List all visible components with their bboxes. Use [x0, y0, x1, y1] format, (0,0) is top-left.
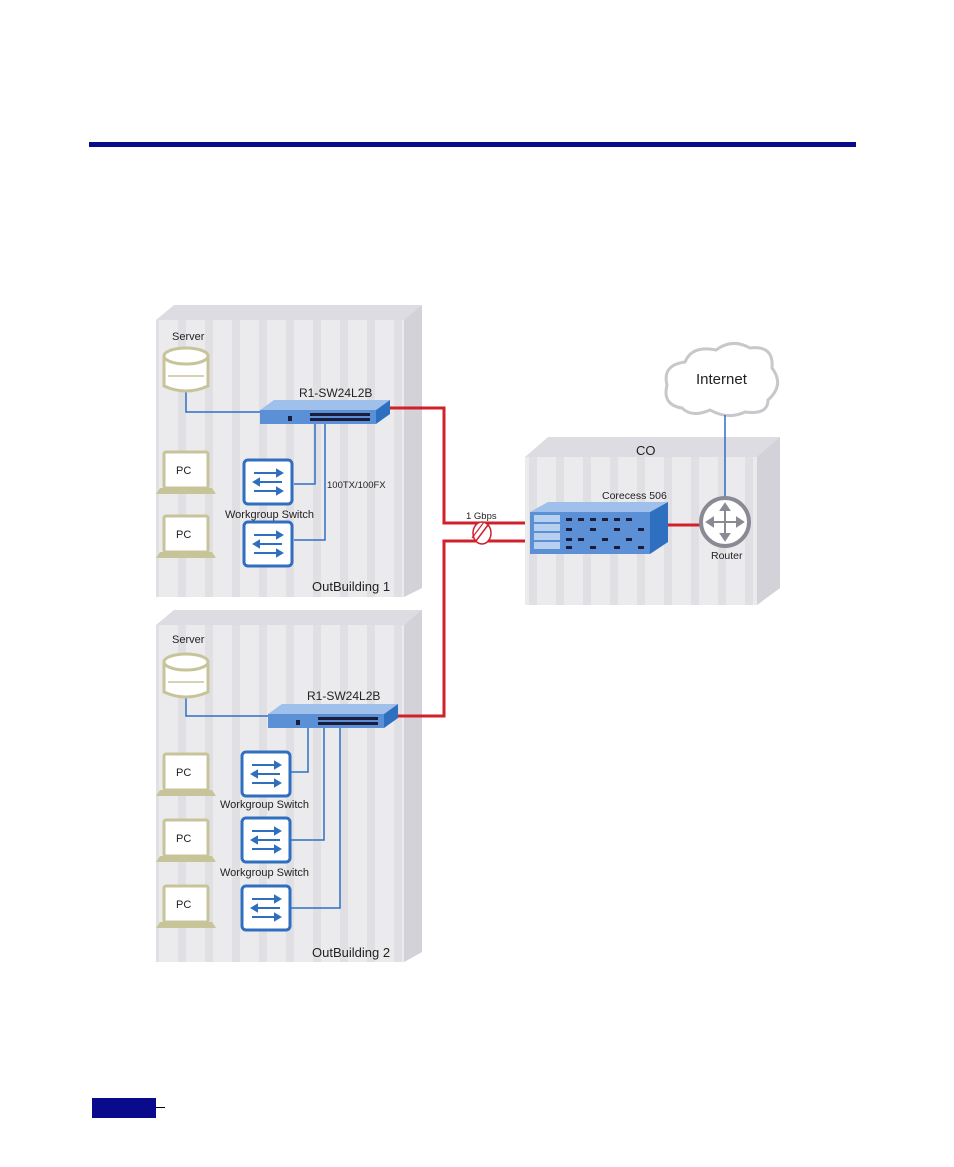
switch-label: R1-SW24L2B [299, 386, 372, 400]
pc-label: PC [176, 529, 191, 541]
chassis-label: Corecess 506 [602, 490, 667, 502]
workgroup-switch-icon [242, 458, 294, 506]
page-tab-line [156, 1107, 165, 1108]
workgroup-switch-label: Workgroup Switch [220, 799, 309, 811]
chassis-icon [530, 502, 668, 554]
switch-label: R1-SW24L2B [307, 689, 380, 703]
server-icon [162, 346, 210, 393]
co-title: CO [636, 443, 656, 458]
building-title: OutBuilding 2 [312, 945, 390, 960]
router-label: Router [711, 550, 743, 562]
switch-icon [260, 400, 390, 424]
pc-label: PC [176, 899, 191, 911]
internet-cloud [664, 342, 780, 417]
switch-icon [268, 704, 398, 728]
lan-lines-ob2 [185, 692, 341, 909]
lan-lines-ob1 [185, 390, 326, 541]
workgroup-switch-icon [242, 520, 294, 568]
workgroup-switch-icon [240, 816, 292, 864]
top-rule [89, 142, 856, 147]
pc-label: PC [176, 465, 191, 477]
gbps-marker [471, 521, 492, 545]
uplink-label: 1 Gbps [466, 511, 497, 522]
internet-label: Internet [696, 371, 748, 388]
workgroup-switch-label: Workgroup Switch [225, 509, 314, 521]
link-type-label: 100TX/100FX [327, 480, 386, 491]
router-icon [699, 496, 751, 548]
server-label: Server [172, 634, 205, 646]
pc-label: PC [176, 767, 191, 779]
page-number-tab [92, 1098, 156, 1118]
workgroup-switch-label: Workgroup Switch [220, 867, 309, 879]
workgroup-switch-icon [240, 750, 292, 798]
building-title: OutBuilding 1 [312, 579, 390, 594]
pc-label: PC [176, 833, 191, 845]
server-label: Server [172, 331, 205, 343]
server-icon [162, 652, 210, 699]
workgroup-switch-icon [240, 884, 292, 932]
